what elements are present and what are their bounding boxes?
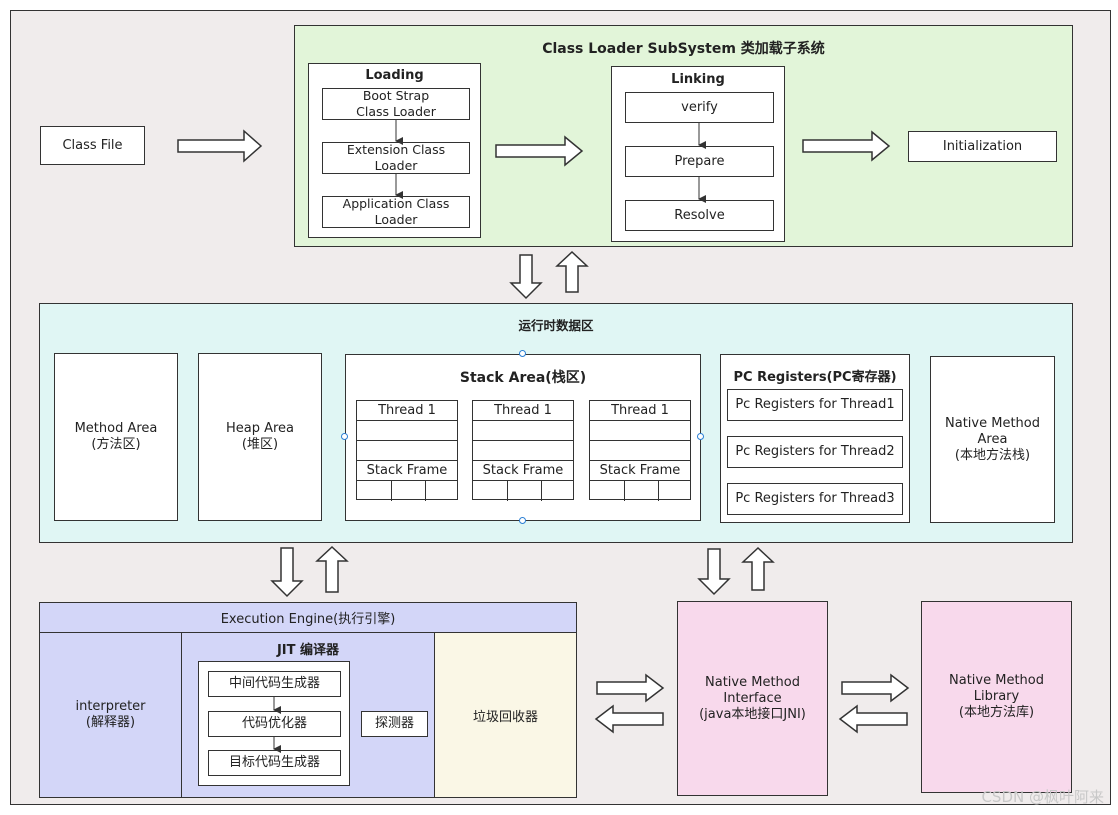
execution-engine-header: [39, 602, 577, 633]
heap-area-label: Heap Area (堆区): [225, 421, 295, 452]
target-code-generator: 目标代码生成器: [208, 750, 341, 776]
stack-frame-slots: [590, 481, 690, 501]
probe-label: 探测器: [374, 716, 414, 731]
verify-label: verify: [681, 99, 718, 115]
prepare-label: Prepare: [674, 153, 725, 169]
slot-divider: [391, 481, 392, 501]
watermark: CSDN @枫叶阿来: [981, 788, 1104, 806]
up-arrow-icon: [315, 545, 349, 593]
left-arrow-icon: [594, 704, 664, 734]
up-arrow-icon: [555, 250, 589, 293]
class-file-box: Class File: [40, 126, 145, 165]
stack-frame-label: Stack Frame: [473, 461, 573, 481]
pc-register-label: Pc Registers for Thread1: [735, 397, 895, 412]
stack-slot: [357, 421, 457, 441]
interpreter-cell: interpreter (解释器): [40, 633, 182, 797]
selection-handle: [519, 350, 526, 357]
pc-registers-title: PC Registers(PC寄存器): [733, 370, 897, 385]
pc-register-item: Pc Registers for Thread3: [727, 483, 903, 515]
native-method-library: Native Method Library (本地方法库): [921, 601, 1072, 793]
class-file-label: Class File: [62, 137, 123, 153]
intermediate-code-generator: 中间代码生成器: [208, 671, 341, 697]
stack-slot: [357, 441, 457, 461]
pc-register-item: Pc Registers for Thread1: [727, 389, 903, 421]
stack-slot: [473, 421, 573, 441]
jni-label: Native Method Interface (java本地接口JNI): [699, 674, 806, 722]
right-arrow-icon: [841, 673, 910, 703]
verify-box: verify: [625, 92, 774, 123]
stack-frame-slots: [357, 481, 457, 501]
interpreter-label: interpreter (解释器): [75, 699, 146, 730]
application-label: Application Class Loader: [342, 196, 450, 227]
thread-column: Thread 1 Stack Frame: [356, 400, 458, 501]
step3-label: 目标代码生成器: [228, 755, 320, 770]
stack-frame-slots: [473, 481, 573, 501]
slot-divider: [624, 481, 625, 501]
slot-divider: [425, 481, 426, 501]
boot-strap-label: Boot Strap Class Loader: [356, 88, 436, 119]
stack-slot: [590, 421, 690, 441]
thread-name: Thread 1: [473, 401, 573, 421]
selection-handle: [519, 517, 526, 524]
initialization-label: Initialization: [942, 138, 1023, 154]
runtime-title: 运行时数据区: [518, 318, 594, 333]
stack-slot: [473, 441, 573, 461]
pc-register-label: Pc Registers for Thread2: [735, 444, 895, 459]
right-arrow-icon: [177, 129, 263, 163]
jit-title: JIT 编译器: [276, 643, 340, 658]
initialization-box: Initialization: [908, 131, 1057, 162]
left-arrow-icon: [838, 704, 908, 734]
right-arrow-icon: [802, 130, 891, 162]
native-method-area-label: Native Method Area (本地方法栈): [945, 415, 1040, 463]
selection-handle: [341, 433, 348, 440]
down-arrow-icon: [697, 548, 731, 596]
native-library-label: Native Method Library (本地方法库): [949, 673, 1044, 720]
probe-box: 探测器: [361, 711, 428, 737]
step1-label: 中间代码生成器: [228, 676, 320, 691]
slot-divider: [658, 481, 659, 501]
loading-title: Loading: [365, 68, 424, 83]
pc-register-item: Pc Registers for Thread2: [727, 436, 903, 468]
stack-frame-label: Stack Frame: [357, 461, 457, 481]
application-loader: Application Class Loader: [322, 196, 470, 228]
boot-strap-loader: Boot Strap Class Loader: [322, 88, 470, 120]
stack-slot: [590, 441, 690, 461]
linking-title: Linking: [671, 72, 725, 87]
method-area: Method Area (方法区): [54, 353, 178, 521]
thread-name: Thread 1: [590, 401, 690, 421]
stack-frame-label: Stack Frame: [590, 461, 690, 481]
thread-column: Thread 1 Stack Frame: [472, 400, 574, 501]
garbage-collector-label: 垃圾回收器: [472, 709, 538, 725]
thread-column: Thread 1 Stack Frame: [589, 400, 691, 501]
native-method-area: Native Method Area (本地方法栈): [930, 356, 1055, 523]
native-method-interface: Native Method Interface (java本地接口JNI): [677, 601, 828, 796]
class-loader-title: Class Loader SubSystem 类加载子系统: [542, 41, 825, 57]
thread-name: Thread 1: [357, 401, 457, 421]
pc-register-label: Pc Registers for Thread3: [735, 491, 895, 506]
slot-divider: [541, 481, 542, 501]
step2-label: 代码优化器: [241, 716, 307, 731]
down-arrow-icon: [509, 254, 543, 300]
resolve-label: Resolve: [674, 207, 725, 223]
right-arrow-icon: [495, 135, 584, 167]
heap-area: Heap Area (堆区): [198, 353, 322, 521]
selection-handle: [697, 433, 704, 440]
method-area-label: Method Area (方法区): [74, 421, 158, 452]
slot-divider: [507, 481, 508, 501]
extension-loader: Extension Class Loader: [322, 142, 470, 174]
extension-label: Extension Class Loader: [346, 142, 446, 173]
garbage-collector-cell: 垃圾回收器: [434, 633, 576, 797]
down-arrow-icon: [270, 547, 304, 598]
stack-area-title: Stack Area(栈区): [459, 370, 587, 386]
resolve-box: Resolve: [625, 200, 774, 231]
execution-engine-title: Execution Engine(执行引擎): [220, 612, 396, 627]
code-optimizer: 代码优化器: [208, 711, 341, 737]
right-arrow-icon: [596, 673, 665, 703]
up-arrow-icon: [741, 546, 775, 591]
